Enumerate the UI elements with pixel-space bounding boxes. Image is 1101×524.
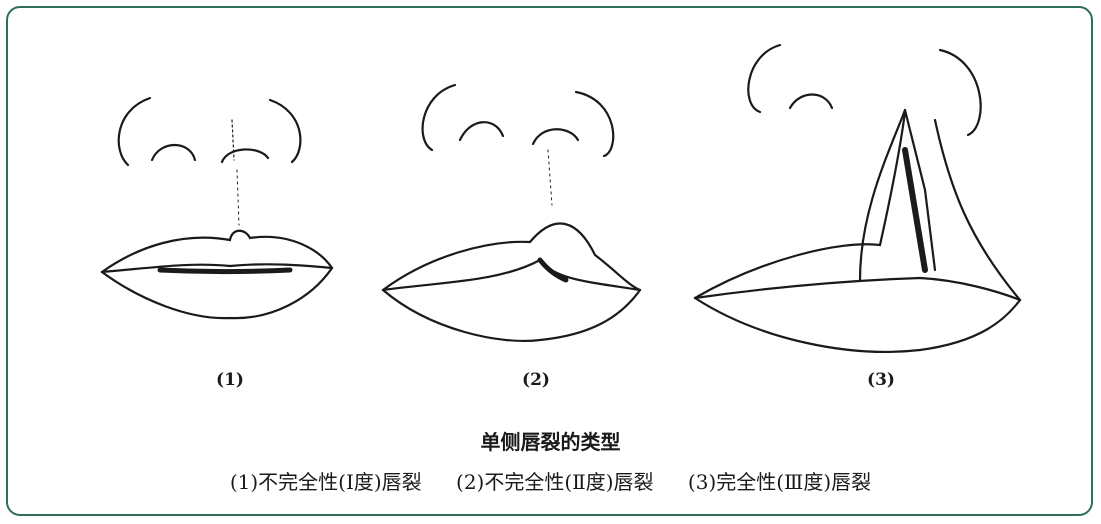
caption-type-1: (1)不完全性(Ⅰ度)唇裂 <box>229 470 422 494</box>
caption-type-2: (2)不完全性(Ⅱ度)唇裂 <box>456 470 654 494</box>
panel-label-2: (2) <box>522 370 550 390</box>
figure-title: 单侧唇裂的类型 <box>480 430 621 454</box>
lip-illustration-3 <box>693 110 1022 353</box>
lip-illustration-2 <box>381 222 642 343</box>
panel-label-1: (1) <box>216 370 244 390</box>
figure-caption: (1)不完全性(Ⅰ度)唇裂 (2)不完全性(Ⅱ度)唇裂 (3)完全性(Ⅲ度)唇裂 <box>0 466 1101 495</box>
lip-illustration-1 <box>100 229 334 320</box>
panel-label-3: (3) <box>867 370 895 390</box>
figure-frame <box>6 6 1093 516</box>
nose-illustration-3 <box>747 43 982 282</box>
nose-illustration-1 <box>117 96 302 226</box>
caption-type-3: (3)完全性(Ⅲ度)唇裂 <box>687 470 872 494</box>
nose-illustration-2 <box>421 83 615 206</box>
